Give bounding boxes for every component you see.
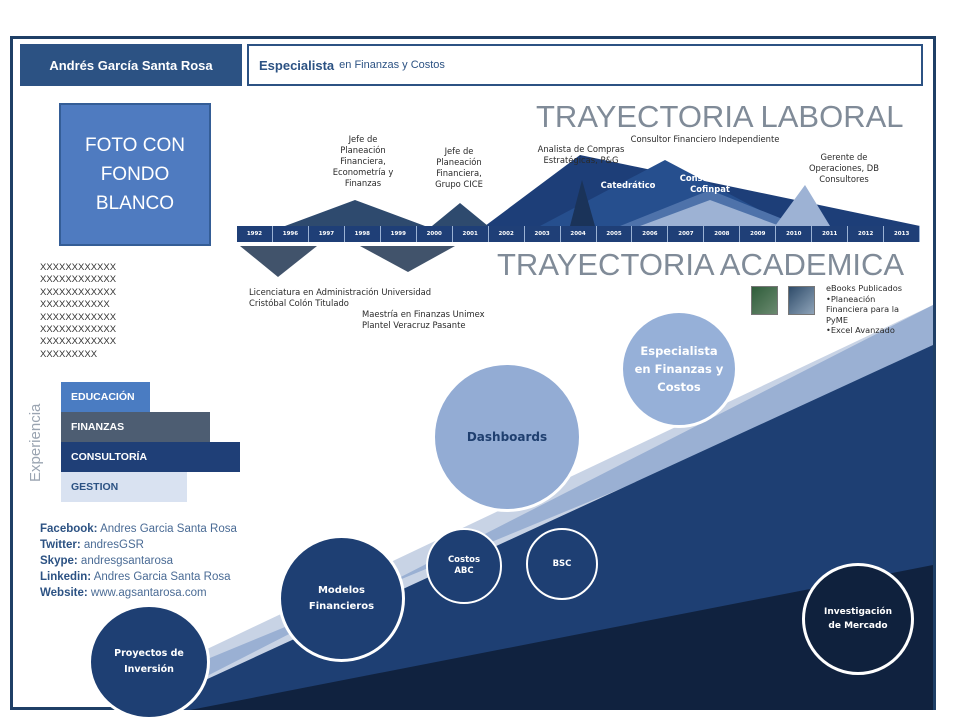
circle-modelos-financieros: Modelos Financieros: [278, 535, 405, 662]
contact-value: andresGSR: [83, 539, 144, 551]
year-cell: 2006: [632, 226, 669, 242]
contact-value: Andres Garcia Santa Rosa: [93, 571, 231, 583]
contact-value: Andres Garcia Santa Rosa: [100, 523, 237, 535]
experience-label: Experiencia: [27, 403, 44, 482]
contact-key: Skype:: [40, 555, 78, 567]
contact-key: Linkedin:: [40, 571, 92, 583]
heading-trayectoria-academica: TRAYECTORIA ACADEMICA: [497, 247, 905, 282]
year-cell: 2012: [848, 226, 885, 242]
photo-line-3: BLANCO: [95, 193, 175, 214]
photo-placeholder: FOTO CON FONDO BLANCO: [59, 103, 211, 246]
timeline-years: 1992 1996 1997 1998 1999 2000 2001 2002 …: [237, 226, 921, 242]
year-cell: 1996: [272, 226, 309, 242]
label-analista-compras: Analista de Compras Estratégicas, P&G: [537, 144, 625, 165]
ebook-item: Planeación Financiera para la PyME: [826, 294, 916, 326]
placeholder-line: XXXXXXXXXXXX: [40, 274, 117, 286]
title-subtitle: en Finanzas y Costos: [339, 59, 445, 71]
contact-key: Website:: [40, 587, 88, 599]
label-maestria: Maestría en Finanzas Unimex Plantel Vera…: [362, 309, 485, 330]
year-cell: 2011: [812, 226, 849, 242]
label-jefe-planeacion-2: Jefe de Planeación Financiera, Grupo CIC…: [435, 146, 483, 189]
ebook-cover-icon: [751, 286, 778, 315]
placeholder-line: XXXXXXXXXXX: [40, 299, 110, 311]
circle-costos-abc: Costos ABC: [426, 528, 502, 604]
label-jefe-planeacion-1: Jefe de Planeación Financiera, Econometr…: [332, 134, 394, 188]
year-cell: 2001: [452, 226, 489, 242]
year-cell: 1997: [308, 226, 345, 242]
photo-line-1: FOTO CON: [85, 135, 185, 156]
label-licenciatura: Licenciatura en Administración Universid…: [249, 287, 432, 308]
circle-proyectos-inversion: Proyectos de Inversión: [88, 604, 210, 720]
name-banner: Andrés García Santa Rosa: [20, 44, 242, 86]
ebooks-list: eBooks Publicados Planeación Financiera …: [826, 283, 916, 336]
placeholder-text-block: XXXXXXXXXXXX XXXXXXXXXXXX XXXXXXXXXXXX X…: [40, 262, 116, 361]
placeholder-line: XXXXXXXXXXXX: [40, 324, 117, 336]
contact-linkedin: Linkedin: Andres Garcia Santa Rosa: [40, 569, 237, 585]
bar-consultoria: CONSULTORÍA: [61, 442, 240, 472]
ebooks-title: eBooks Publicados: [826, 283, 903, 293]
contact-list: Facebook: Andres Garcia Santa Rosa Twitt…: [40, 521, 237, 601]
label-consultor-sr: Consultor Sr, Cofinpat: [679, 173, 741, 194]
placeholder-line: XXXXXXXXXXXX: [40, 286, 117, 298]
year-cell: 2009: [740, 226, 777, 242]
placeholder-line: XXXXXXXXX: [40, 348, 98, 360]
year-cell: 2002: [488, 226, 525, 242]
placeholder-line: XXXXXXXXXXXX: [40, 311, 117, 323]
contact-key: Facebook:: [40, 523, 98, 535]
title-bold: Especialista: [259, 57, 335, 73]
heading-trayectoria-laboral: TRAYECTORIA LABORAL: [536, 99, 904, 134]
year-cell: 2000: [416, 226, 453, 242]
year-cell: 2013: [884, 226, 921, 242]
contact-key: Twitter:: [40, 539, 81, 551]
bar-gestion: GESTION: [61, 472, 187, 502]
bar-educacion: EDUCACIÓN: [61, 382, 150, 412]
circle-investigacion-mercado: Investigación de Mercado: [802, 563, 914, 675]
photo-line-2: FONDO: [100, 164, 170, 185]
circle-bsc: BSC: [526, 528, 598, 600]
ebook-cover-icon: [788, 286, 815, 315]
label-catedratico: Catedrático: [600, 180, 656, 190]
year-cell: 2010: [776, 226, 813, 242]
contact-twitter: Twitter: andresGSR: [40, 537, 237, 553]
year-cell: 1999: [380, 226, 417, 242]
placeholder-line: XXXXXXXXXXXX: [40, 336, 117, 348]
label-gerente-operaciones: Gerente de Operaciones, DB Consultores: [808, 152, 880, 184]
year-cell: 2005: [596, 226, 633, 242]
contact-facebook: Facebook: Andres Garcia Santa Rosa: [40, 521, 237, 537]
year-cell: 2007: [668, 226, 705, 242]
year-cell: 2004: [560, 226, 597, 242]
label-consultor-independiente: Consultor Financiero Independiente: [630, 134, 780, 144]
year-cell: 2008: [704, 226, 741, 242]
year-cell: 1992: [237, 226, 273, 242]
year-cell: 2003: [524, 226, 561, 242]
contact-value: www.agsantarosa.com: [90, 587, 207, 599]
circle-especialista: Especialista en Finanzas y Costos: [620, 310, 738, 428]
contact-website: Website: www.agsantarosa.com: [40, 585, 237, 601]
placeholder-line: XXXXXXXXXXXX: [40, 262, 117, 273]
year-cell: 1998: [344, 226, 381, 242]
title-banner: Especialista en Finanzas y Costos: [247, 44, 923, 86]
contact-value: andresgsantarosa: [80, 555, 173, 567]
ebook-item: Excel Avanzado: [826, 325, 916, 336]
bar-finanzas: FINANZAS: [61, 412, 210, 442]
circle-dashboards: Dashboards: [432, 362, 582, 512]
contact-skype: Skype: andresgsantarosa: [40, 553, 237, 569]
